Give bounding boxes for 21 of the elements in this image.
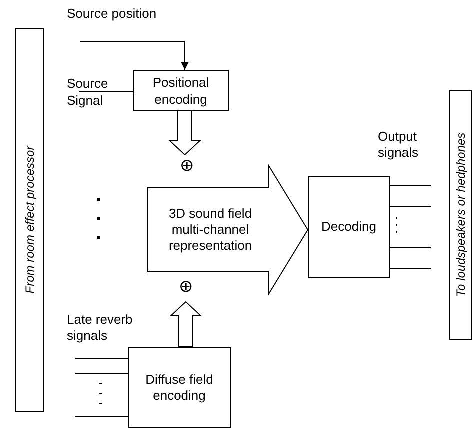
hollow-arrow [170,301,202,348]
process-box: Diffuse field encoding [128,347,231,428]
signal-label: Source Signal [67,75,119,109]
signal-line [74,358,128,360]
arrow [80,42,189,70]
signal-band [449,90,472,340]
node-label: 3D sound field multi-channel representation [168,205,254,255]
signal-label: Late reverb signals [67,312,134,344]
hollow-arrow [168,110,202,156]
signal-line [390,206,432,208]
signal-band [15,28,44,412]
band-label: To loudspeakers or hedphones [454,132,468,298]
process-box: Decoding [308,176,390,278]
signal-label: Source position [67,6,157,22]
signal-line [390,268,432,270]
signal-label: Output signals [378,129,420,161]
sum-symbol: ⊕ [178,157,196,175]
sum-symbol: ⊕ [177,278,195,296]
process-box: Positional encoding [133,70,229,111]
signal-line [74,416,128,418]
band-label: From room effect processor [22,146,36,294]
